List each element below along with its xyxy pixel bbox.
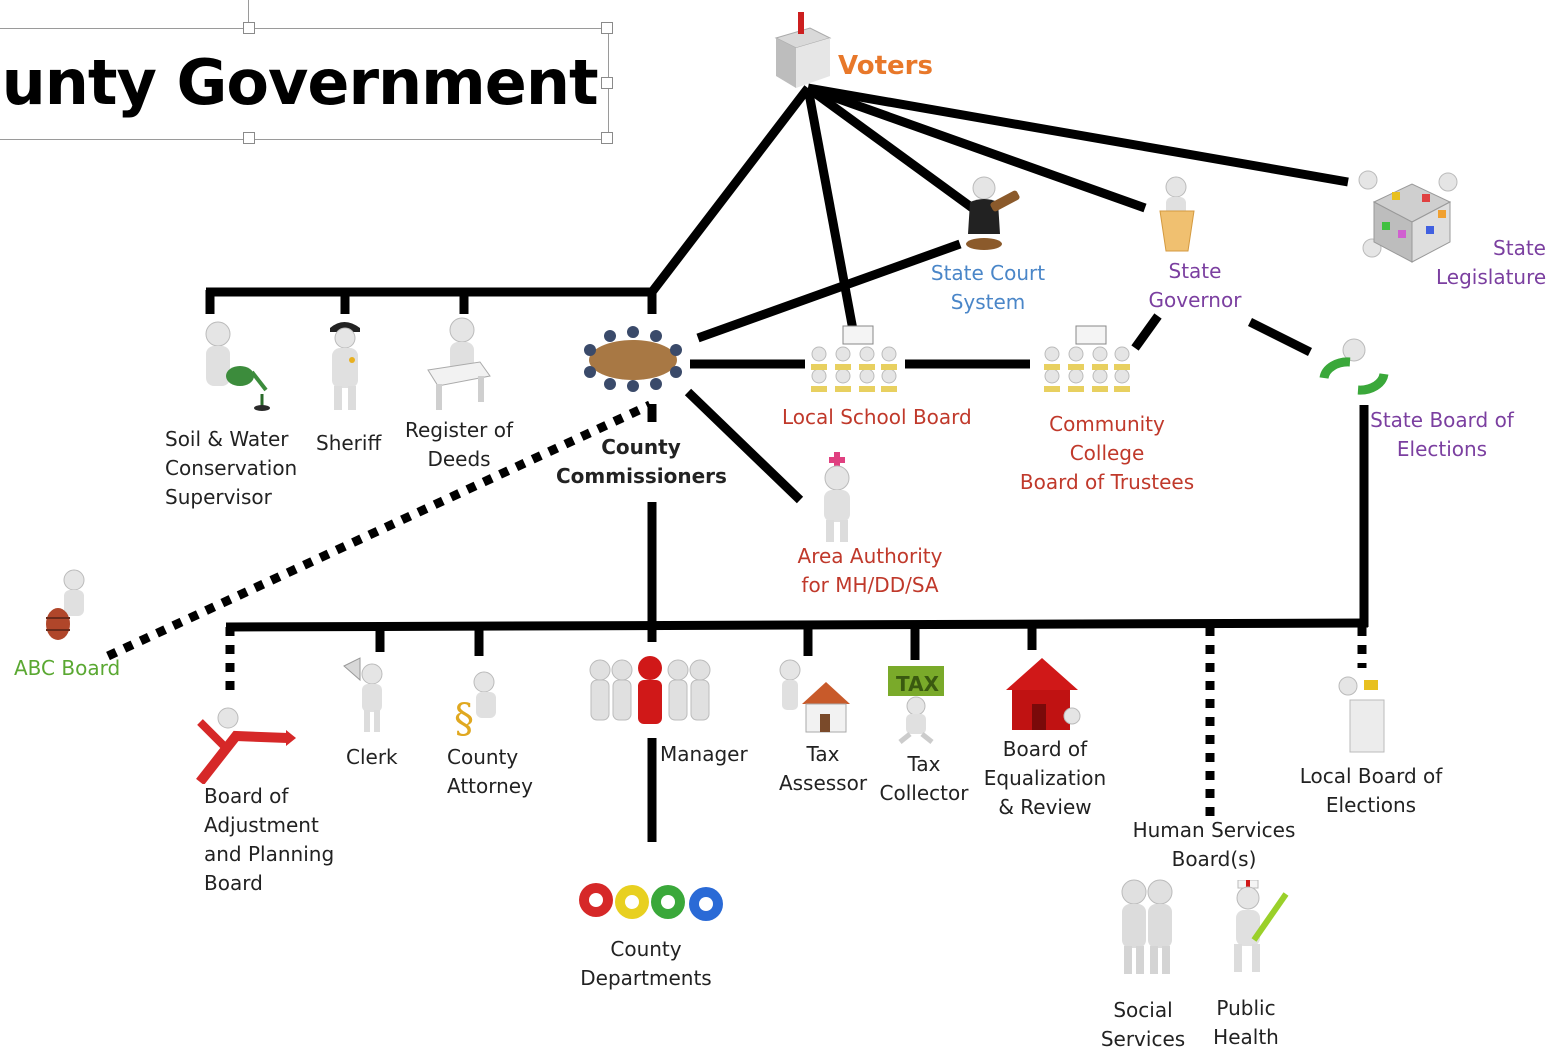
board-adjustment-label: Board of Adjustment and Planning Board xyxy=(204,784,335,895)
social-services-label: Social Services xyxy=(1100,998,1186,1051)
legislature-cube-icon xyxy=(1358,170,1458,263)
gears-team-icon xyxy=(579,883,723,921)
line-voters-legislature xyxy=(807,83,1349,187)
human-services-label: Human Services Board(s) xyxy=(1132,818,1296,871)
team-leader-icon xyxy=(589,656,711,724)
public-health-label: Public Health xyxy=(1213,996,1279,1049)
manager-label: Manager xyxy=(660,742,748,766)
svg-text:§: § xyxy=(454,696,474,742)
soil-water-label: Soil & Water Conservation Supervisor xyxy=(165,427,298,509)
abc-board-label: ABC Board xyxy=(14,656,121,680)
megaphone-icon xyxy=(343,657,383,732)
nurse-syringe-icon xyxy=(1234,880,1289,972)
page-title: ounty Government xyxy=(0,46,599,119)
barrel-icon xyxy=(46,569,85,640)
board-equalization-label: Board of Equalization & Review xyxy=(983,737,1107,819)
tax-assessor-label: Tax Assessor xyxy=(778,742,868,795)
ballot-box-icon xyxy=(774,12,832,88)
podium-speaker-icon xyxy=(1159,176,1195,252)
legal-section-icon: § xyxy=(454,671,496,742)
register-deeds-label: Register of Deeds xyxy=(405,418,513,471)
line-voters-commissioners xyxy=(648,85,812,295)
state-court-label: State Court System xyxy=(930,261,1046,314)
state-board-elections-label: State Board of Elections xyxy=(1370,408,1514,461)
tax-sign-icon: TAX xyxy=(888,666,944,744)
local-school-board-label: Local School Board xyxy=(782,405,972,429)
line-commissioners-state-court xyxy=(696,239,962,343)
clerk-label: Clerk xyxy=(346,745,398,769)
watering-can-icon xyxy=(205,321,270,411)
line-governor-community xyxy=(1131,313,1162,351)
couple-icon xyxy=(1121,879,1173,974)
county-departments-label: County Departments xyxy=(580,937,712,990)
house-assessor-icon xyxy=(779,659,850,733)
resize-handle-top[interactable] xyxy=(243,22,255,34)
tax-collector-label: Tax Collector xyxy=(879,752,969,805)
desk-writer-icon xyxy=(427,317,491,410)
line-voters-governor xyxy=(806,83,1147,213)
line-voters-state-court xyxy=(805,84,985,219)
local-board-elections-label: Local Board of Elections xyxy=(1299,764,1443,817)
state-legislature-label: State Legislature xyxy=(1436,236,1547,289)
red-house-icon xyxy=(1006,658,1081,730)
state-governor-label: State Governor xyxy=(1148,259,1242,312)
sheriff-label: Sheriff xyxy=(316,431,382,455)
resize-handle-top-right[interactable] xyxy=(601,22,613,34)
gavel-icon xyxy=(966,176,1020,250)
crossroads-arrows-icon xyxy=(196,707,296,784)
college-classroom-icon xyxy=(1044,325,1130,392)
area-authority-label: Area Authority for MH/DD/SA xyxy=(797,544,943,597)
line-commissioners-area-authority xyxy=(684,388,804,504)
sheriff-icon xyxy=(330,322,360,410)
resize-handle-bottom-right[interactable] xyxy=(601,132,613,144)
line-bottom-bar xyxy=(225,618,1369,632)
cycle-arrows-icon xyxy=(1319,338,1389,395)
county-attorney-label: County Attorney xyxy=(447,745,533,798)
ballot-voter-icon xyxy=(1338,676,1385,753)
line-governor-state-elections xyxy=(1247,317,1313,357)
county-commissioners-label: County Commissioners xyxy=(556,435,727,488)
community-college-label: Community College Board of Trustees xyxy=(1019,412,1195,494)
voters-label: Voters xyxy=(838,51,933,81)
round-table-meeting-icon xyxy=(584,326,682,392)
resize-handle-right[interactable] xyxy=(601,77,613,89)
tax-sign-text: TAX xyxy=(896,672,940,696)
medical-head-icon xyxy=(824,452,850,542)
resize-handle-bottom[interactable] xyxy=(243,132,255,144)
rotate-handle-stem xyxy=(248,0,249,22)
classroom-icon xyxy=(811,325,897,392)
